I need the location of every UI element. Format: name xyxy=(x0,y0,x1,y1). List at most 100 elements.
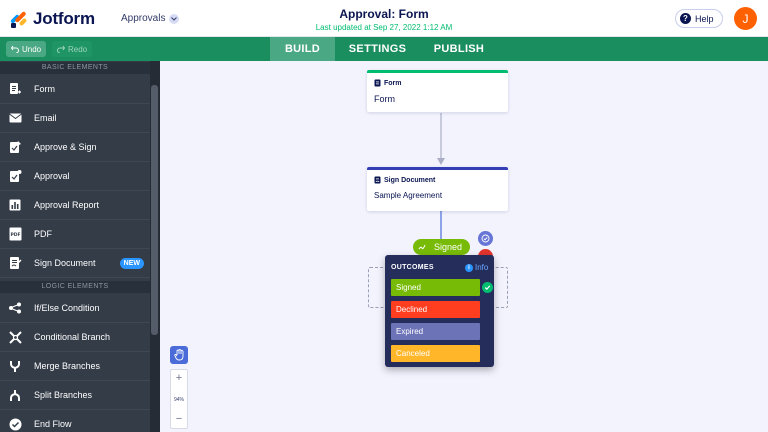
sidebar-item-form[interactable]: Form xyxy=(0,75,150,104)
outcome-expired[interactable]: Expired xyxy=(391,323,480,340)
jotform-logo[interactable]: Jotform xyxy=(10,9,95,29)
sign-document-icon xyxy=(8,256,22,270)
redo-icon xyxy=(57,45,65,53)
sidebar-item-approval-report[interactable]: Approval Report xyxy=(0,191,150,220)
sidebar-item-label: Conditional Branch xyxy=(34,332,111,342)
outcomes-title: OUTCOMES xyxy=(391,264,434,271)
outcome-signed[interactable]: Signed xyxy=(391,279,480,296)
sidebar-item-label: Email xyxy=(34,113,57,123)
basic-elements-heading: BASIC ELEMENTS xyxy=(0,62,150,74)
report-icon xyxy=(8,198,22,212)
sidebar-item-label: PDF xyxy=(34,229,52,239)
help-label: Help xyxy=(695,13,714,24)
sign-document-node[interactable]: Sign Document Sample Agreement xyxy=(367,167,508,211)
page-title-block: Approval: Form Last updated at Sep 27, 2… xyxy=(0,7,768,32)
sign-node-header: Sign Document xyxy=(367,170,508,184)
undo-label: Undo xyxy=(22,44,42,54)
sidebar-item-split-branches[interactable]: Split Branches xyxy=(0,381,150,410)
signed-pill-label: Signed xyxy=(434,242,463,252)
hand-icon xyxy=(173,349,183,361)
form-node-type: Form xyxy=(384,79,402,87)
last-updated: Last updated at Sep 27, 2022 1:12 AM xyxy=(315,23,453,32)
zoom-control: + 94% − xyxy=(170,369,188,429)
signed-outcome-pill[interactable]: Signed xyxy=(413,239,470,255)
sidebar-item-conditional-branch[interactable]: Conditional Branch xyxy=(0,323,150,352)
sign-node-type: Sign Document xyxy=(384,176,436,184)
selected-check-icon xyxy=(482,282,493,293)
redo-label: Redo xyxy=(68,44,88,54)
zoom-out-button[interactable]: − xyxy=(175,413,183,425)
sign-node-name: Sample Agreement xyxy=(374,191,443,200)
end-flow-icon xyxy=(8,417,22,431)
svg-text:PDF: PDF xyxy=(10,232,20,238)
sidebar-scrollbar-thumb[interactable] xyxy=(151,85,158,335)
zoom-in-button[interactable]: + xyxy=(175,372,183,384)
email-icon xyxy=(8,111,22,125)
sidebar-item-label: Approve & Sign xyxy=(34,142,97,152)
form-node[interactable]: Form Form xyxy=(367,70,508,112)
sidebar-item-sign-document[interactable]: Sign Document NEW xyxy=(0,249,150,278)
outcomes-info-link[interactable]: i Info xyxy=(465,263,488,272)
elements-sidebar: BASIC ELEMENTS Form Email Approve & Sign… xyxy=(0,61,160,432)
sidebar-item-merge-branches[interactable]: Merge Branches xyxy=(0,352,150,381)
info-label: Info xyxy=(475,263,489,272)
brand-name: Jotform xyxy=(33,9,95,28)
sign-document-icon xyxy=(374,176,381,184)
builder-nav-bar: Undo Redo BUILD SETTINGS PUBLISH xyxy=(0,37,768,61)
new-badge: NEW xyxy=(119,258,144,269)
undo-icon xyxy=(11,45,19,53)
undo-button[interactable]: Undo xyxy=(6,41,47,57)
sidebar-item-approval[interactable]: Approval xyxy=(0,162,150,191)
redo-button[interactable]: Redo xyxy=(52,41,93,57)
sidebar-item-label: If/Else Condition xyxy=(34,303,100,313)
delete-action-icon[interactable] xyxy=(478,249,493,259)
page-title: Approval: Form xyxy=(339,7,429,21)
outcomes-popover: OUTCOMES i Info Signed Declined Expired … xyxy=(385,255,494,367)
split-icon xyxy=(8,388,22,402)
merge-icon xyxy=(8,359,22,373)
approve-sign-icon xyxy=(8,140,22,154)
help-button[interactable]: ? Help xyxy=(675,9,723,28)
help-icon: ? xyxy=(680,13,691,24)
outcome-declined[interactable]: Declined xyxy=(391,301,480,318)
approve-action-icon[interactable] xyxy=(478,231,493,246)
logic-elements-heading: LOGIC ELEMENTS xyxy=(0,281,150,293)
zoom-level: 94% xyxy=(173,397,184,403)
sidebar-item-pdf[interactable]: PDF PDF xyxy=(0,220,150,249)
chevron-down-icon xyxy=(169,13,180,24)
form-icon xyxy=(8,82,22,96)
tab-settings[interactable]: SETTINGS xyxy=(348,43,407,55)
product-dropdown-label: Approvals xyxy=(121,13,166,24)
approval-icon xyxy=(8,169,22,183)
sidebar-item-email[interactable]: Email xyxy=(0,104,150,133)
sign-node-accent xyxy=(367,167,508,170)
branch-icon xyxy=(8,330,22,344)
sidebar-item-label: Approval xyxy=(34,171,70,181)
sidebar-item-label: Merge Branches xyxy=(34,361,101,371)
form-node-name: Form xyxy=(374,94,395,104)
sidebar-item-label: Form xyxy=(34,84,55,94)
tab-publish[interactable]: PUBLISH xyxy=(433,43,485,55)
tab-build[interactable]: BUILD xyxy=(270,37,335,61)
form-node-accent xyxy=(367,70,508,73)
sidebar-item-label: Split Branches xyxy=(34,390,93,400)
sidebar-item-approve-sign[interactable]: Approve & Sign xyxy=(0,133,150,162)
sign-icon xyxy=(418,244,426,250)
product-dropdown[interactable]: Approvals xyxy=(121,13,180,24)
pdf-icon: PDF xyxy=(8,227,22,241)
condition-icon xyxy=(8,301,22,315)
sidebar-item-label: Approval Report xyxy=(34,200,100,210)
top-bar: Jotform Approvals Approval: Form Last up… xyxy=(0,0,768,37)
form-icon xyxy=(374,79,381,87)
avatar[interactable]: J xyxy=(734,7,757,30)
info-icon: i xyxy=(465,263,473,272)
sidebar-item-label: End Flow xyxy=(34,419,72,429)
sidebar-item-label: Sign Document xyxy=(34,258,96,268)
pan-tool-button[interactable] xyxy=(170,346,188,364)
outcome-canceled[interactable]: Canceled xyxy=(391,345,480,362)
sidebar-item-if-else[interactable]: If/Else Condition xyxy=(0,294,150,323)
sidebar-item-end-flow[interactable]: End Flow xyxy=(0,410,150,432)
jotform-logo-icon xyxy=(10,10,28,28)
form-node-header: Form xyxy=(367,73,508,87)
